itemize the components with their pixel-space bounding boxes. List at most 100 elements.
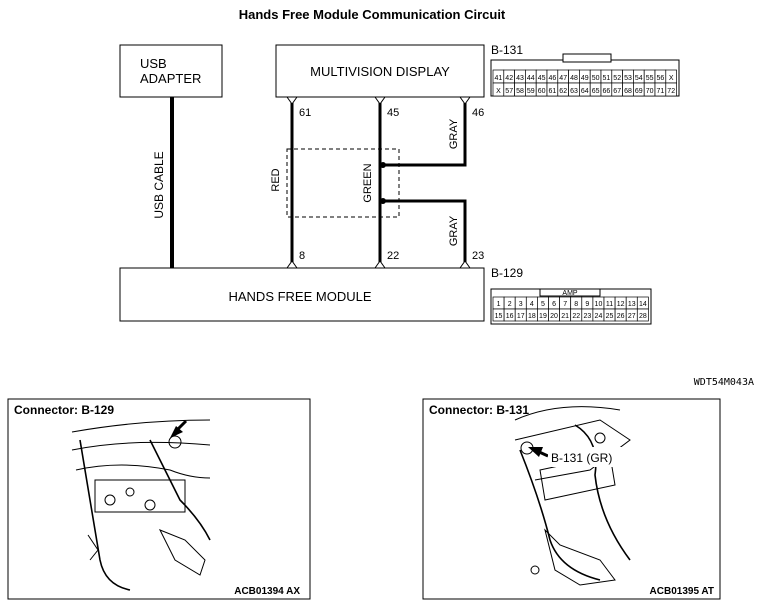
b129-pin-number: 19 xyxy=(539,313,547,320)
b131-pin-number: 49 xyxy=(581,75,589,82)
b129-pin-number: 9 xyxy=(585,301,589,308)
b131-pin-number: X xyxy=(496,88,501,95)
b131-pin-number: 57 xyxy=(505,88,513,95)
b131-pin-number: 52 xyxy=(613,75,621,82)
gray-wire-bottom xyxy=(383,199,467,262)
panel-b129-title: Connector: B-129 xyxy=(14,403,114,417)
b129-tab-label: AMP xyxy=(562,290,578,297)
connector-b131-panel: Connector: B-131 B-131 (GR) ACB01395 AT xyxy=(422,398,721,600)
panel-b131-title: Connector: B-131 xyxy=(429,403,529,417)
green-wire-top-terminal xyxy=(374,96,386,105)
b129-pin-number: 24 xyxy=(595,313,603,320)
b129-pin-number: 18 xyxy=(528,313,536,320)
gray-wire-top xyxy=(383,103,467,167)
b129-pin-number: 17 xyxy=(517,313,525,320)
b131-connector-tab xyxy=(562,53,612,63)
b131-pin-number: 55 xyxy=(646,75,654,82)
b131-pin-number: 54 xyxy=(635,75,643,82)
dash-center-console xyxy=(94,479,186,513)
b129-connector-tab xyxy=(539,288,601,297)
b129-pin-number: 15 xyxy=(495,313,503,320)
red-wire-color-label: RED xyxy=(270,168,282,191)
b131-pin-number: 63 xyxy=(570,88,578,95)
b129-pin-number: 8 xyxy=(574,301,578,308)
callout-background xyxy=(548,447,622,467)
b131-pin-number: 64 xyxy=(581,88,589,95)
b131-pin-number: 72 xyxy=(667,88,675,95)
b129-pin-number: 21 xyxy=(561,313,569,320)
b129-pin-number: 13 xyxy=(628,301,636,308)
connector-b131-blob-2 xyxy=(530,565,540,575)
panel-b131-frame xyxy=(422,398,721,600)
dash-mid-curve xyxy=(71,441,211,451)
b129-pin-number: 28 xyxy=(639,313,647,320)
b129-connector-in-photo xyxy=(168,435,182,449)
dashboard-illustration-b129 xyxy=(71,419,211,591)
b129-connector-label: B-129 xyxy=(491,266,523,280)
b129-pin-number: 10 xyxy=(595,301,603,308)
usb-adapter-label-line2: ADAPTER xyxy=(140,71,201,86)
b131-pin-number: 69 xyxy=(635,88,643,95)
b131-cavity xyxy=(665,82,677,97)
red-wire-pin-top: 61 xyxy=(299,107,311,119)
harness-b131-right xyxy=(574,424,631,561)
connector-blob-1 xyxy=(104,494,116,506)
b131-pin-number: 43 xyxy=(516,75,524,82)
b131-pin-number: 70 xyxy=(646,88,654,95)
gray-wire-bottom-terminal xyxy=(459,260,471,269)
b131-pin-number: 41 xyxy=(495,75,503,82)
gray-wire-top-terminal xyxy=(459,96,471,105)
red-wire-pin-bottom: 8 xyxy=(299,250,305,262)
b131-pin-number: X xyxy=(669,75,674,82)
b131-pin-number: 45 xyxy=(538,75,546,82)
b131-pin-number: 67 xyxy=(613,88,621,95)
gray-wire-bottom-color-label: GRAY xyxy=(448,215,460,246)
green-wire-bottom-terminal xyxy=(374,260,386,269)
b129-pin-number: 27 xyxy=(628,313,636,320)
red-wire-bottom-terminal xyxy=(286,260,298,269)
b129-pin-number: 3 xyxy=(519,301,523,308)
arrow-icon xyxy=(170,419,188,438)
multivision-display-label: MULTIVISION DISPLAY xyxy=(310,64,450,79)
b129-pin-number: 1 xyxy=(497,301,501,308)
arrow-icon xyxy=(528,447,549,458)
harness-clip xyxy=(87,534,99,561)
dash-b131-frame xyxy=(514,419,631,481)
b129-pin-number: 11 xyxy=(606,301,613,308)
b129-pin-number: 25 xyxy=(606,313,614,320)
b129-cavity xyxy=(636,308,649,322)
dashboard-illustration-b131 xyxy=(514,406,631,586)
connector-b129-panel: Connector: B-129 ACB01394 AX xyxy=(7,398,311,600)
red-wire-top-terminal xyxy=(286,96,298,105)
gray-wire-bottom-splice xyxy=(380,198,386,204)
b129-pin-number: 2 xyxy=(508,301,512,308)
connector-blob-3 xyxy=(144,499,156,511)
harness-wire-right xyxy=(149,439,211,541)
b129-pin-number: 5 xyxy=(541,301,545,308)
b129-pin-number: 23 xyxy=(583,313,591,320)
b131-pin-number: 59 xyxy=(527,88,535,95)
usb-cable-label: USB CABLE xyxy=(152,151,166,218)
b131-pin-number: 66 xyxy=(603,88,611,95)
green-wire-pin-bottom: 22 xyxy=(387,250,399,262)
multivision-display-box xyxy=(275,44,485,98)
hands-free-module-label: HANDS FREE MODULE xyxy=(228,289,371,304)
panel-b131-ref: ACB01395 AT xyxy=(650,586,714,597)
b131-pin-number: 65 xyxy=(592,88,600,95)
usb-adapter-box xyxy=(119,44,223,98)
b129-pin-number: 4 xyxy=(530,301,534,308)
b131-pin-number: 58 xyxy=(516,88,524,95)
diagram-title: Hands Free Module Communication Circuit xyxy=(239,7,506,22)
harness-b131-left xyxy=(519,449,601,581)
b131-connector-label: B-131 xyxy=(491,43,523,57)
b131-pin-number: 51 xyxy=(603,75,611,82)
b131-pin-number: 61 xyxy=(549,88,557,95)
b131-pin-number: 44 xyxy=(527,75,535,82)
usb-adapter-label-line1: USB xyxy=(140,56,167,71)
b129-pin-number: 14 xyxy=(639,301,647,308)
green-wire-color-label: GREEN xyxy=(362,163,374,202)
b131-pin-number: 46 xyxy=(549,75,557,82)
